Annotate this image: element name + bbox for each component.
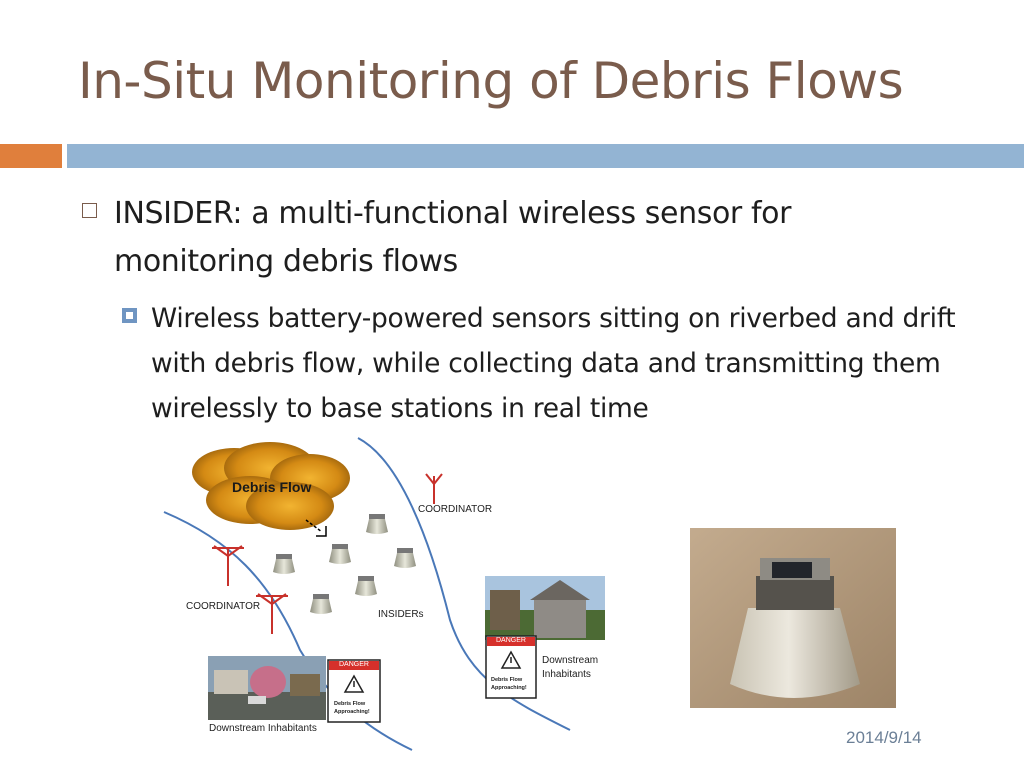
sign-text-left-line1: Debris Flow xyxy=(334,701,366,707)
accent-bar-blue xyxy=(67,144,1024,168)
accent-bar-orange xyxy=(0,144,62,168)
monitoring-diagram: Debris Flow COORDINATOR COORDINATOR INSI… xyxy=(150,430,670,760)
coordinator-antenna-icon xyxy=(212,545,244,586)
diagram-canvas xyxy=(163,437,605,751)
coordinator-antenna-icon xyxy=(425,473,443,504)
insider-sensor-icon xyxy=(310,594,332,614)
river-bank-right xyxy=(357,437,571,731)
insider-sensor-icon xyxy=(394,548,416,568)
insider-sensor-icon xyxy=(366,514,388,534)
downstream-label-left: Downstream Inhabitants xyxy=(209,723,317,734)
insider-sensor-icon xyxy=(273,554,295,574)
downstream-label-right-line1: Downstream xyxy=(542,655,599,666)
coordinator-label-left: COORDINATOR xyxy=(186,601,261,612)
danger-sign-right xyxy=(485,635,537,699)
bullet-text-level2: Wireless battery-powered sensors sitting… xyxy=(151,303,956,424)
square-bullet-icon xyxy=(122,308,137,323)
coordinator-antenna-icon xyxy=(256,593,288,634)
downstream-label-right-line2: Inhabitants xyxy=(542,669,591,680)
danger-label-left: DANGER xyxy=(339,661,369,668)
sign-text-left-line2: Approaching! xyxy=(334,709,370,715)
sensor-photo xyxy=(690,528,896,708)
insider-sensor-icon xyxy=(355,576,377,596)
slide-title: In-Situ Monitoring of Debris Flows xyxy=(78,52,904,110)
insiders-label: INSIDERs xyxy=(378,609,424,620)
house-photo-left xyxy=(208,656,326,720)
coordinator-label-right: COORDINATOR xyxy=(418,504,493,515)
danger-sign-left xyxy=(327,659,381,723)
river-bank-left xyxy=(163,511,413,751)
debris-flow-label: Debris Flow xyxy=(232,479,312,495)
sign-text-right-line1: Debris Flow xyxy=(491,677,523,683)
debris-flow-cloud xyxy=(192,442,350,530)
bullet-text-level1: INSIDER: a multi-functional wireless sen… xyxy=(114,196,792,279)
slide-date: 2014/9/14 xyxy=(846,728,922,747)
insider-sensor-icon xyxy=(329,544,351,564)
sign-text-right-line2: Approaching! xyxy=(491,685,527,691)
flow-direction-arrow-icon xyxy=(305,519,327,537)
hollow-square-bullet-icon xyxy=(82,203,97,218)
danger-label-right: DANGER xyxy=(496,637,526,644)
sensor-photo-image xyxy=(690,528,896,708)
house-photo-right xyxy=(485,576,605,640)
